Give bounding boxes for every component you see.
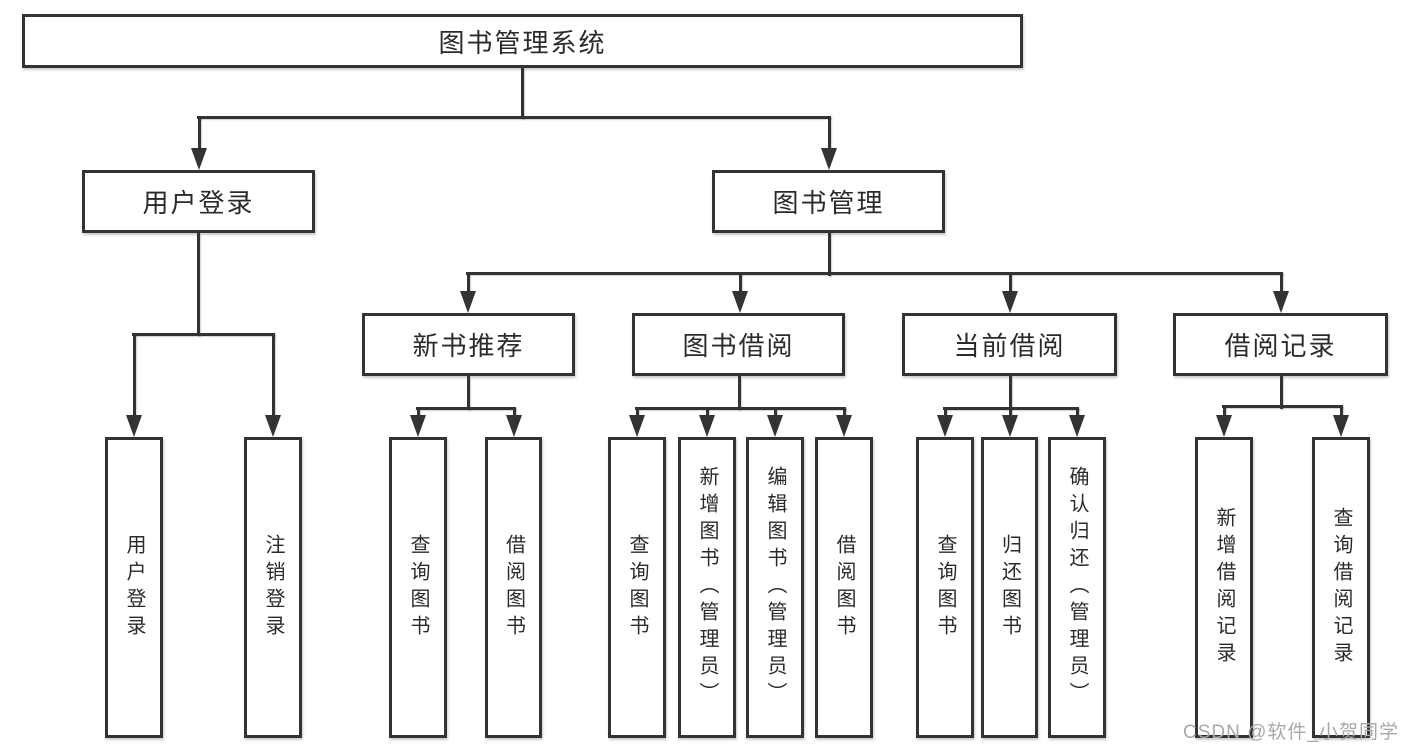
node-system-root-label: 图书管理系统 — [438, 27, 607, 58]
connector-line — [706, 408, 709, 415]
node-logout-action-label: 注销登录 — [262, 533, 284, 642]
connector-line — [132, 333, 275, 336]
node-book-management-label: 图书管理 — [772, 188, 885, 218]
connector-line — [828, 233, 831, 276]
arrow-down-icon — [1273, 291, 1289, 313]
node-current-confirm-return-admin: 确认归还（管理员） — [1048, 437, 1106, 738]
node-login-action-label: 用户登录 — [123, 533, 145, 642]
arrow-down-icon — [410, 415, 426, 437]
node-current-confirm-return-admin-label: 确认归还（管理员） — [1066, 466, 1088, 709]
arrow-down-icon — [1069, 415, 1085, 437]
node-logout-action: 注销登录 — [244, 437, 302, 738]
node-borrowing-records-label: 借阅记录 — [1224, 331, 1337, 361]
connector-line — [635, 407, 846, 410]
node-current-borrowing: 当前借阅 — [902, 313, 1117, 376]
connector-line — [739, 273, 742, 291]
node-borrowing-records: 借阅记录 — [1173, 313, 1388, 376]
node-records-query-record-label: 查询借阅记录 — [1330, 506, 1352, 669]
connector-line — [197, 116, 831, 119]
connector-line — [1009, 376, 1012, 410]
node-borrow-add-books-admin-label: 新增图书（管理员） — [696, 466, 718, 709]
arrow-down-icon — [821, 148, 837, 170]
node-book-borrowing: 图书借阅 — [632, 313, 845, 376]
connector-line — [1222, 405, 1343, 408]
arrow-down-icon — [191, 148, 207, 170]
node-records-add-record-label: 新增借阅记录 — [1213, 506, 1235, 669]
connector-line — [198, 117, 201, 148]
arrow-down-icon — [126, 415, 142, 437]
arrow-down-icon — [460, 291, 476, 313]
connector-line — [1223, 406, 1226, 415]
connector-line — [467, 376, 470, 410]
node-records-add-record: 新增借阅记录 — [1195, 437, 1253, 738]
arrow-down-icon — [506, 415, 522, 437]
connector-line — [417, 408, 420, 415]
node-borrow-edit-books-admin: 编辑图书（管理员） — [746, 437, 804, 738]
node-borrow-edit-books-admin-label: 编辑图书（管理员） — [764, 466, 786, 709]
node-current-query-books-label: 查询图书 — [934, 533, 956, 642]
connector-line — [1009, 408, 1012, 415]
connector-line — [828, 117, 831, 148]
node-current-return-books-label: 归还图书 — [998, 533, 1021, 642]
arrow-down-icon — [937, 415, 953, 437]
csdn-watermark: CSDN @软件_小贺同学 — [1183, 722, 1399, 743]
connector-line — [944, 408, 947, 415]
connector-line — [843, 408, 846, 415]
node-current-borrowing-label: 当前借阅 — [953, 331, 1066, 361]
connector-line — [738, 376, 741, 410]
connector-line — [1009, 273, 1012, 291]
arrow-down-icon — [629, 415, 645, 437]
connector-line — [197, 233, 200, 336]
node-borrow-borrow-books: 借阅图书 — [815, 437, 873, 738]
connector-line — [513, 408, 516, 415]
connector-line — [272, 334, 275, 415]
arrow-down-icon — [732, 291, 748, 313]
connector-line — [467, 273, 470, 291]
node-user-login-label: 用户登录 — [142, 188, 255, 218]
node-book-management: 图书管理 — [712, 170, 945, 233]
node-newbook-borrow-books-label: 借阅图书 — [502, 533, 525, 642]
node-records-query-record: 查询借阅记录 — [1312, 437, 1370, 738]
node-book-borrowing-label: 图书借阅 — [682, 331, 795, 361]
node-borrow-add-books-admin: 新增图书（管理员） — [678, 437, 736, 738]
node-borrow-query-books: 查询图书 — [608, 437, 666, 738]
arrow-down-icon — [265, 415, 281, 437]
node-newbook-query-books-label: 查询图书 — [407, 533, 429, 642]
arrow-down-icon — [836, 415, 852, 437]
arrow-down-icon — [1002, 291, 1018, 313]
connector-line — [1280, 376, 1283, 409]
arrow-down-icon — [767, 415, 783, 437]
connector-line — [636, 408, 639, 415]
arrow-down-icon — [1333, 415, 1349, 437]
connector-line — [133, 334, 136, 415]
connector-line — [1280, 273, 1283, 291]
node-login-action: 用户登录 — [105, 437, 163, 738]
node-user-login: 用户登录 — [82, 170, 315, 233]
node-newbook-borrow-books: 借阅图书 — [485, 437, 542, 738]
connector-line — [416, 407, 516, 410]
node-newbook-query-books: 查询图书 — [389, 437, 447, 738]
connector-line — [466, 272, 1283, 275]
node-current-return-books: 归还图书 — [981, 437, 1038, 738]
node-current-query-books: 查询图书 — [916, 437, 974, 738]
node-system-root: 图书管理系统 — [22, 14, 1023, 68]
arrow-down-icon — [1216, 415, 1232, 437]
connector-line — [1340, 406, 1343, 415]
connector-line — [1076, 408, 1079, 415]
node-new-book-recommend-label: 新书推荐 — [412, 331, 525, 361]
arrow-down-icon — [699, 415, 715, 437]
connector-line — [521, 68, 524, 119]
node-new-book-recommend: 新书推荐 — [362, 313, 575, 376]
arrow-down-icon — [1002, 415, 1018, 437]
node-borrow-borrow-books-label: 借阅图书 — [833, 533, 855, 642]
connector-line — [774, 408, 777, 415]
node-borrow-query-books-label: 查询图书 — [626, 533, 648, 642]
